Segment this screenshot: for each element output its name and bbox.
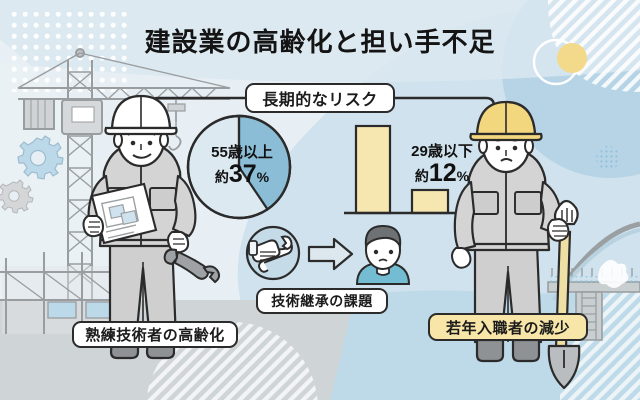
tower-crane-icon: [17, 48, 231, 300]
blueprint-icon: [90, 182, 158, 245]
label-aging-skilled-workers: 熟練技術者の高齢化: [72, 321, 238, 348]
bar-number: 12: [428, 159, 457, 187]
bar-approx: 約: [414, 168, 429, 184]
page-title: 建設業の高齢化と担い手不足: [144, 27, 496, 57]
right-arrow-icon: [307, 237, 354, 271]
senior-worker-figure: [82, 94, 221, 360]
pie-chart: [186, 114, 292, 220]
label-long-term-risk: 長期的なリスク: [245, 83, 395, 113]
pie-approx: 約: [214, 169, 229, 185]
dotted-circle-icon: [596, 146, 620, 170]
pie-caption: 55歳以上: [211, 144, 273, 161]
gear-large-icon: [17, 135, 64, 180]
bar-total: [354, 124, 392, 215]
pie-number: 37: [228, 160, 257, 188]
wrench-icon: [163, 248, 221, 284]
young-worker-figure: [451, 100, 581, 390]
bar-chart: [344, 124, 463, 215]
pie-unit: %: [256, 169, 270, 185]
label-succession-challenge: 技術継承の課題: [256, 288, 388, 314]
splash-icon: [598, 259, 629, 288]
yellow-dot-icon: [557, 43, 587, 73]
label-young-entrant-decline: 若年入職者の減少: [428, 313, 588, 341]
bar-under29: [410, 188, 450, 215]
bg-header-band: [0, 0, 640, 83]
bar-value: 約12%: [393, 159, 491, 188]
youth-portrait: [355, 224, 411, 285]
bar-unit: %: [456, 168, 470, 184]
gear-small-icon: [0, 179, 34, 214]
hand-wrench-icon: [245, 225, 301, 281]
pie-value: 約37%: [196, 160, 288, 189]
bar-caption: 29歳以下: [411, 143, 473, 160]
